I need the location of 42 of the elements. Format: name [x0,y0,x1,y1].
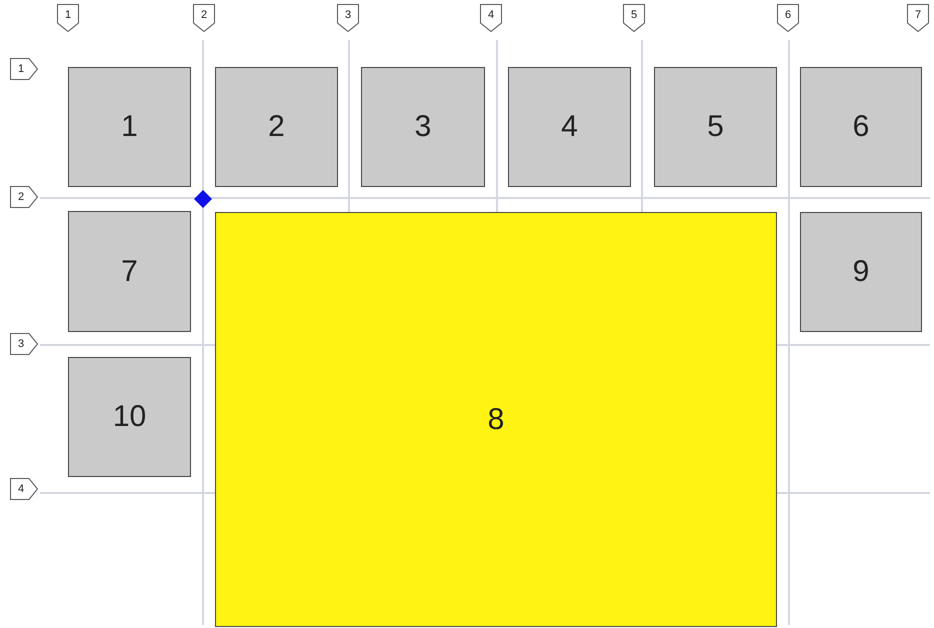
marker-number: 1 [18,63,24,75]
grid-panel [800,67,922,187]
column-marker [480,4,502,32]
grid-panel [215,67,338,187]
row-marker [10,478,38,500]
grid-panel [654,67,777,187]
marker-number: 3 [344,9,352,21]
box-number: 3 [414,110,432,144]
marker-number: 5 [630,9,638,21]
marker-number: 2 [200,9,208,21]
grid-panel [68,67,191,187]
column-marker [777,4,799,32]
marker-number: 4 [488,9,494,21]
box-number: 2 [268,110,285,144]
row-marker [10,333,38,355]
row-marker [10,186,38,208]
column-marker [907,4,929,32]
column-marker [337,4,359,32]
column-marker [623,4,645,32]
box-number: 7 [121,254,138,288]
grid-panel [361,67,485,187]
grid-panel [508,67,631,187]
marker-number: 7 [914,9,922,21]
marker-number: 4 [18,483,24,495]
box-number: 10 [112,400,146,434]
grid-panel [800,212,922,332]
highlighted-panel [215,212,777,627]
box-number: 5 [707,110,724,144]
box-number: 8 [488,402,504,436]
box-number: 6 [852,110,870,144]
marker-number: 1 [64,9,72,21]
grid-panel [68,357,191,477]
grid-panel [68,211,191,332]
marker-number: 2 [18,191,24,203]
row-marker [10,58,38,80]
marker-number: 6 [784,9,792,21]
marker-number: 3 [18,338,24,350]
box-number: 1 [121,110,138,144]
column-marker [193,4,215,32]
box-number: 9 [852,255,870,289]
column-marker [57,4,79,32]
box-number: 4 [561,110,578,144]
